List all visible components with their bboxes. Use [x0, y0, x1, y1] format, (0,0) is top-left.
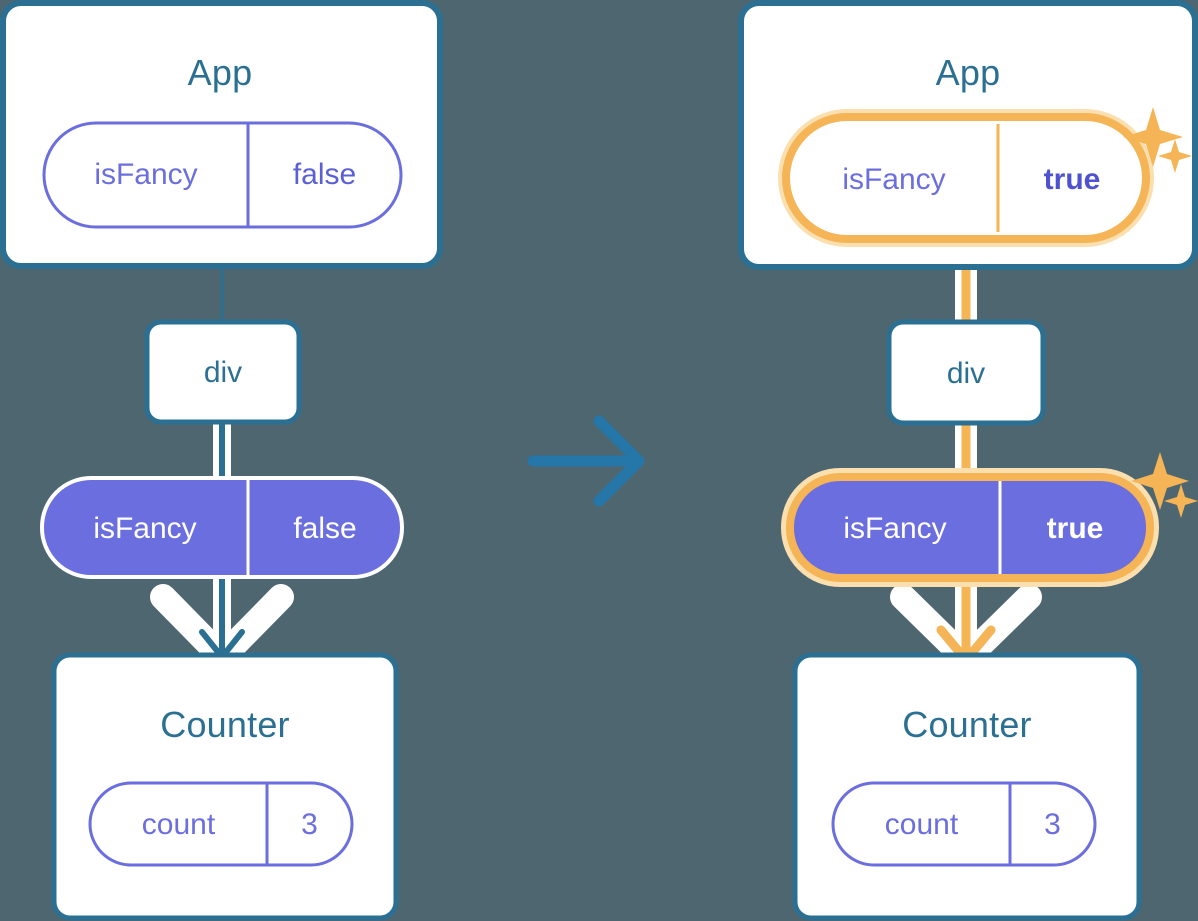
counter-state-pill-right [831, 781, 1097, 867]
prop-pill-right [781, 468, 1159, 587]
div-box-left [144, 319, 302, 425]
arrow-right-icon [527, 415, 645, 507]
div-box-right [886, 319, 1046, 426]
prop-pill-left [40, 476, 404, 579]
sparkle-small-icon-app-right [1158, 139, 1192, 173]
sparkle-icon-app-right [1123, 107, 1183, 167]
app-state-pill-right [778, 109, 1154, 247]
sparkle-icon-prop-right [1131, 452, 1189, 510]
panel-after [738, 0, 1198, 921]
sparkle-small-icon-prop-right [1164, 484, 1198, 518]
counter-state-pill-left [88, 781, 354, 867]
app-state-pill-left [42, 121, 403, 229]
panel-before [0, 0, 443, 921]
